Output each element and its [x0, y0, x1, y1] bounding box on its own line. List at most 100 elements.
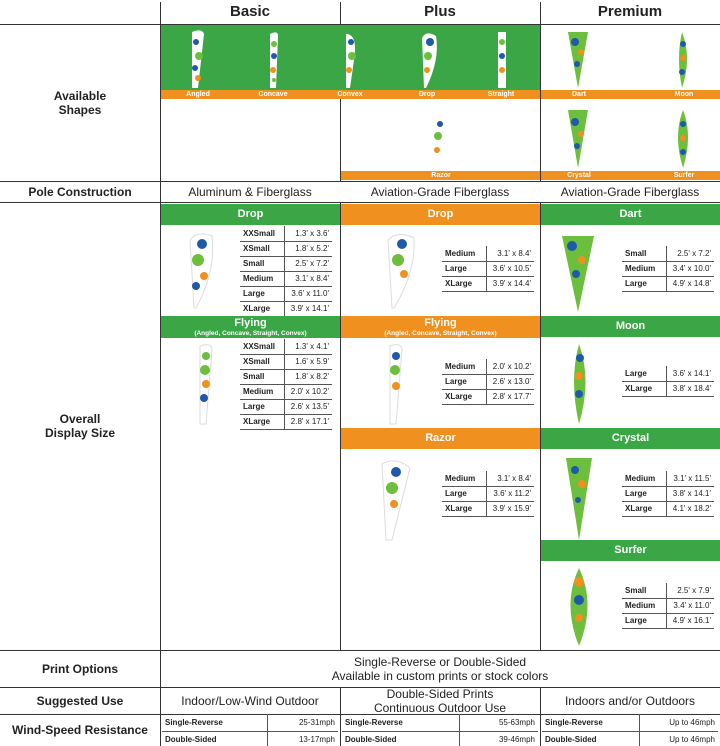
drop-flag-graphic: [422, 33, 437, 88]
column-header-premium: Premium: [597, 3, 663, 20]
print-options: Single-Reverse or Double-Sided Available…: [160, 650, 720, 687]
section-header-premium-dart: Dart: [541, 204, 720, 225]
surfer-flag-graphic: [678, 110, 688, 168]
use-plus-line2: Continuous Outdoor Use: [373, 700, 507, 715]
shape-label: Concave: [258, 91, 288, 98]
section-header-premium-crystal: Crystal: [541, 428, 720, 449]
shapes-label-bar-premium-bottom: Crystal Surfer: [541, 171, 720, 180]
angled-flag-graphic: [192, 30, 204, 88]
row-label-shapes: Available Shapes: [53, 88, 107, 117]
row-label-display: Overall Display Size: [44, 412, 116, 440]
straight-flag-graphic: [498, 32, 506, 88]
section-header-basic-drop: Drop: [161, 204, 340, 225]
convex-flag-graphic: [346, 34, 356, 88]
section-header-plus-drop: Drop: [341, 204, 540, 225]
razor-flag-graphic: [432, 114, 448, 168]
section-header-basic-flying: Flying(Angled, Concave, Straight, Convex…: [161, 316, 340, 338]
shape-label: Convex: [337, 91, 363, 98]
plus-flying-flag-graphic: [389, 344, 403, 425]
premium-dart-flag-graphic: [562, 236, 594, 312]
row-label-print: Print Options: [42, 661, 118, 676]
shapes-label-bar-razor: Razor: [341, 171, 540, 180]
use-plus: Double-Sided Prints Continuous Outdoor U…: [340, 686, 540, 715]
use-basic: Indoor/Low-Wind Outdoor: [181, 693, 319, 708]
basic-drop-flag-graphic: [189, 233, 214, 309]
concave-flag-graphic: [270, 32, 278, 88]
print-options-line2: Available in custom prints or stock colo…: [331, 668, 549, 683]
shape-label: Drop: [418, 91, 436, 98]
use-plus-line1: Double-Sided Prints: [386, 686, 494, 701]
column-header-basic: Basic: [229, 3, 271, 20]
basic-flying-flag-graphic: [199, 344, 213, 425]
use-premium: Indoors and/or Outdoors: [564, 693, 696, 708]
plus-drop-flag-graphic: [387, 234, 415, 309]
moon-flag-graphic: [679, 32, 687, 88]
shapes-label-bar-premium: Dart Moon: [541, 90, 720, 99]
shape-label: Angled: [186, 91, 210, 98]
shape-label: Crystal: [567, 172, 591, 179]
row-label-wind: Wind-Speed Resistance: [12, 723, 148, 737]
pole-premium: Aviation-Grade Fiberglass: [560, 184, 700, 199]
plus-razor-flag-graphic: [381, 460, 411, 541]
shape-label: Surfer: [673, 172, 695, 179]
section-header-premium-surfer: Surfer: [541, 540, 720, 561]
premium-crystal-flag-graphic: [566, 458, 592, 540]
shapes-label-bar: Angled Concave Convex Drop Straight: [161, 90, 540, 99]
premium-moon-flag-graphic: [574, 344, 586, 424]
shape-label: Straight: [487, 91, 515, 98]
section-header-plus-razor: Razor: [341, 428, 540, 449]
pole-basic: Aluminum & Fiberglass: [188, 184, 312, 199]
section-header-plus-flying: Flying(Angled, Concave, Straight, Convex…: [341, 316, 540, 338]
pole-plus: Aviation-Grade Fiberglass: [370, 184, 510, 199]
row-label-use: Suggested Use: [36, 693, 124, 708]
row-label-pole: Pole Construction: [28, 184, 132, 199]
shape-label: Moon: [674, 91, 694, 98]
